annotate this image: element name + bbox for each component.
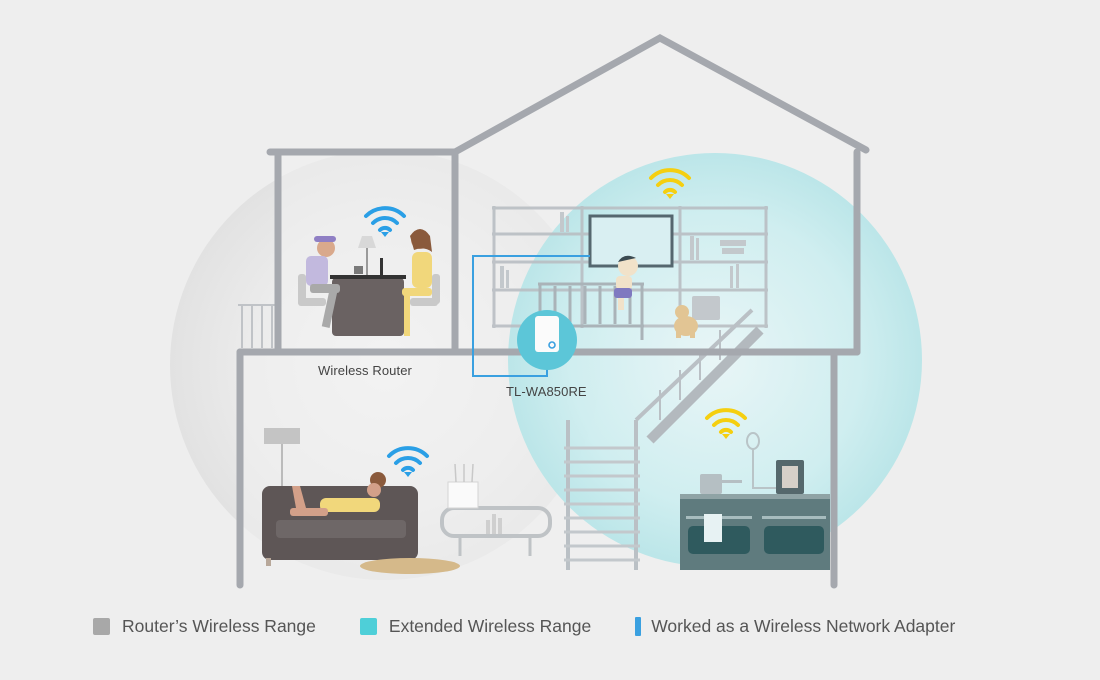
dog xyxy=(674,305,698,338)
legend-label: Router’s Wireless Range xyxy=(122,616,316,636)
kitchen-scene xyxy=(680,432,830,570)
legend-item-router-range: Router’s Wireless Range xyxy=(93,616,316,637)
router-label: Wireless Router xyxy=(318,363,412,378)
house-illustration xyxy=(170,34,922,589)
teal-square-icon xyxy=(359,618,377,635)
wifi-icon-nursery xyxy=(649,168,691,199)
wifi-icon-living-room xyxy=(387,446,429,477)
extender-device xyxy=(517,310,577,370)
baby xyxy=(614,255,638,310)
extender-label: TL-WA850RE xyxy=(506,384,587,399)
house-frame xyxy=(236,34,870,589)
wifi-icon-kitchen xyxy=(705,408,747,439)
legend-item-adapter: Worked as a Wireless Network Adapter xyxy=(635,616,955,637)
legend-label: Worked as a Wireless Network Adapter xyxy=(651,616,956,636)
gray-square-icon xyxy=(93,618,110,635)
legend: Router’s Wireless Range Extended Wireles… xyxy=(93,616,999,637)
legend-label: Extended Wireless Range xyxy=(388,616,592,636)
adapter-connection-line xyxy=(472,255,590,377)
balcony-railing xyxy=(238,304,278,348)
stair-steps xyxy=(564,446,640,562)
legend-item-extended-range: Extended Wireless Range xyxy=(359,616,592,637)
blue-bar-icon xyxy=(635,617,642,636)
house-diagram: Wireless Router TL-WA850RE xyxy=(170,34,922,589)
living-room-scene xyxy=(262,428,552,574)
wifi-icon-study xyxy=(364,206,406,237)
study-scene xyxy=(298,229,440,336)
books xyxy=(500,212,746,320)
